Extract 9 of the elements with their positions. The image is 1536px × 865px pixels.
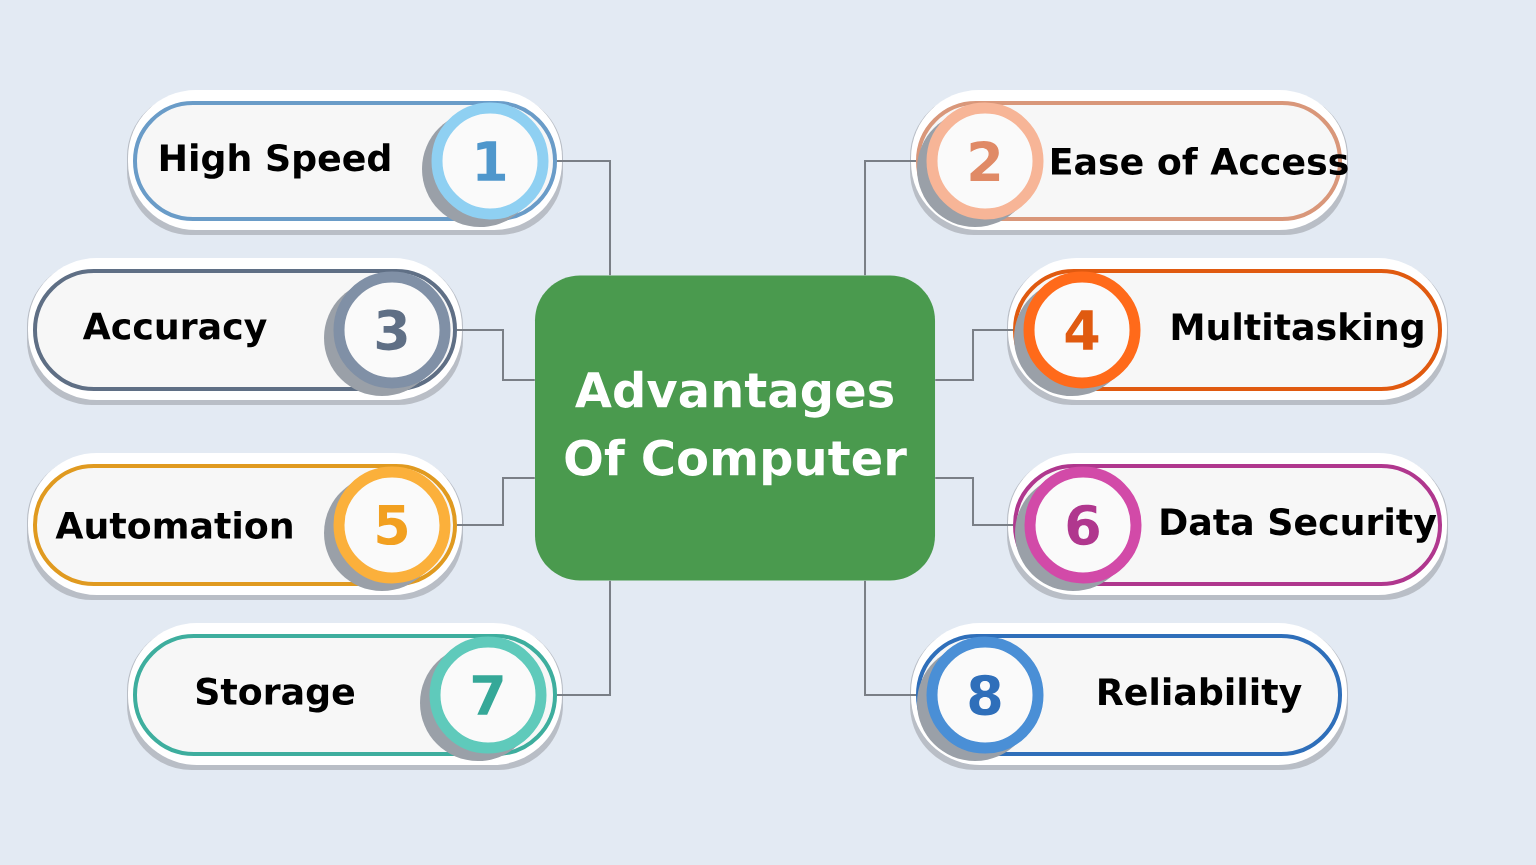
connector-line: [556, 579, 611, 696]
connector-line: [864, 160, 917, 277]
connector-line: [456, 477, 536, 526]
connector-line: [934, 329, 1014, 381]
connector-line: [456, 329, 536, 381]
title-box: Advantages Of Computer: [535, 275, 935, 581]
connector-line: [556, 160, 611, 277]
connector-line: [934, 477, 1014, 526]
connector-line: [864, 579, 917, 696]
